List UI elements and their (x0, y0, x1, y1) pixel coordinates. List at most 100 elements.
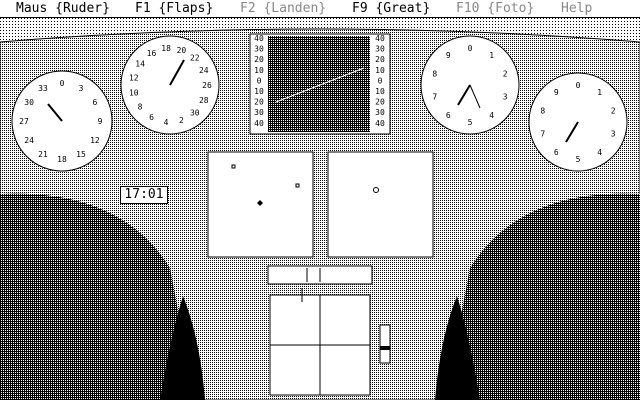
right-leg-panel (445, 193, 640, 400)
airspeed-gauge-label: 12 (129, 73, 139, 82)
pitch-scale-left-label: 30 (254, 108, 264, 117)
altimeter-gauge-label: 6 (446, 111, 451, 120)
pitch-scale-right-label: 0 (378, 76, 383, 85)
vertical-speed-gauge-label: 0 (576, 81, 581, 90)
horizon-line (275, 67, 365, 103)
pitch-scale-left-label: 0 (257, 76, 262, 85)
heading-gauge-label: 15 (76, 150, 86, 159)
airspeed-gauge-label: 4 (164, 118, 169, 127)
altimeter-gauge-label: 4 (489, 111, 494, 120)
airspeed-gauge-label: 2 (179, 116, 184, 125)
menu-mouse-rudder[interactable]: Maus {Ruder} (16, 1, 110, 16)
airspeed-gauge-label: 24 (199, 66, 209, 75)
vertical-speed-gauge-label: 1 (597, 88, 602, 97)
airspeed-gauge-label: 14 (135, 59, 145, 68)
altimeter-gauge-label: 2 (503, 70, 508, 79)
airspeed-gauge-label: 20 (177, 46, 187, 55)
stick-position-box (269, 288, 371, 396)
map-marker (231, 164, 236, 169)
attitude-display (268, 36, 370, 132)
map-screen-left (207, 151, 314, 258)
heading-gauge-label: 9 (98, 117, 103, 126)
airspeed-gauge-label: 26 (202, 81, 212, 90)
heading-gauge-label: 6 (92, 98, 97, 107)
airspeed-gauge-needle (169, 59, 185, 86)
pitch-scale-right-label: 40 (375, 34, 385, 43)
menu-f2-landing[interactable]: F2 {Landen} (240, 1, 327, 16)
vertical-speed-gauge-label: 2 (611, 107, 616, 116)
heading-gauge-label: 3 (79, 84, 84, 93)
pitch-scale-right-label: 20 (375, 98, 385, 107)
altimeter-gauge-label: 1 (489, 51, 494, 60)
pitch-scale-left-label: 40 (254, 119, 264, 128)
menu-f9-great[interactable]: F9 {Great} (352, 1, 431, 16)
map-marker (295, 183, 300, 188)
pitch-scale-right-label: 10 (375, 87, 385, 96)
pitch-scale-left-label: 10 (254, 87, 264, 96)
pitch-scale-left-label: 20 (254, 98, 264, 107)
heading-gauge-label: 30 (24, 98, 34, 107)
menu-f1-flaps[interactable]: F1 {Flaps} (135, 1, 214, 16)
right-black-wedge (435, 296, 480, 400)
airspeed-gauge-label: 18 (161, 44, 171, 53)
altimeter-gauge-label: 8 (432, 70, 437, 79)
altimeter-gauge: 0 1 2 3 4 5 6 7 8 9 (420, 35, 520, 135)
pitch-scale-left-label: 20 (254, 55, 264, 64)
pitch-scale-right-label: 20 (375, 55, 385, 64)
menu-help[interactable]: Help (561, 1, 593, 16)
vertical-speed-gauge: 0 1 2 3 4 5 6 7 8 9 (528, 72, 628, 172)
airspeed-gauge-label: 10 (129, 89, 139, 98)
pitch-scale-left-label: 40 (254, 34, 264, 43)
vertical-speed-gauge-label: 3 (611, 129, 616, 138)
vertical-speed-gauge-label: 6 (554, 148, 559, 157)
heading-gauge-label: 27 (19, 117, 29, 126)
vertical-speed-gauge-label: 4 (597, 148, 602, 157)
clock-display: 17:01 (120, 186, 168, 204)
target-marker (373, 187, 379, 193)
pitch-scale-left-label: 30 (254, 45, 264, 54)
heading-gauge-label: 12 (90, 136, 100, 145)
vertical-speed-needle (565, 121, 579, 143)
vertical-speed-gauge-label: 7 (540, 129, 545, 138)
pitch-scale-right-label: 10 (375, 66, 385, 75)
altimeter-gauge-labels: 0 1 2 3 4 5 6 7 8 9 (432, 44, 507, 127)
altimeter-gauge-label: 7 (432, 92, 437, 101)
vertical-speed-gauge-label: 5 (576, 155, 581, 164)
left-leg-panel (0, 193, 195, 400)
heading-gauge-label: 18 (57, 155, 67, 164)
heading-gauge-label: 21 (38, 150, 48, 159)
vertical-speed-gauge-labels: 0 1 2 3 4 5 6 7 8 9 (540, 81, 615, 164)
altimeter-gauge-label: 5 (468, 118, 473, 127)
throttle-lever (380, 346, 390, 350)
pitch-scale-right-label: 30 (375, 108, 385, 117)
airspeed-gauge-label: 28 (199, 96, 209, 105)
altimeter-gauge-label: 9 (446, 51, 451, 60)
altimeter-needle-long (469, 84, 481, 109)
left-black-wedge (160, 296, 205, 400)
aircraft-position-marker (257, 200, 263, 206)
menu-f10-photo[interactable]: F10 {Foto} (456, 1, 535, 16)
pitch-scale-right-label: 40 (375, 119, 385, 128)
pitch-scale-right-label: 30 (375, 45, 385, 54)
turn-slip-indicator (267, 265, 373, 285)
vertical-speed-gauge-label: 8 (540, 107, 545, 116)
map-screen-right (327, 151, 434, 258)
throttle-indicator (379, 324, 391, 364)
pitch-scale-left-label: 10 (254, 66, 264, 75)
vertical-speed-gauge-label: 9 (554, 88, 559, 97)
menu-bar: Maus {Ruder} F1 {Flaps} F2 {Landen} F9 {… (0, 0, 640, 18)
heading-gauge-label: 33 (38, 84, 48, 93)
altimeter-gauge-label: 3 (503, 92, 508, 101)
heading-gauge-label: 0 (60, 79, 65, 88)
heading-gauge-needle (47, 103, 63, 122)
altimeter-gauge-label: 0 (468, 44, 473, 53)
airspeed-gauge-label: 6 (149, 113, 154, 122)
airspeed-gauge-label: 30 (190, 109, 200, 118)
